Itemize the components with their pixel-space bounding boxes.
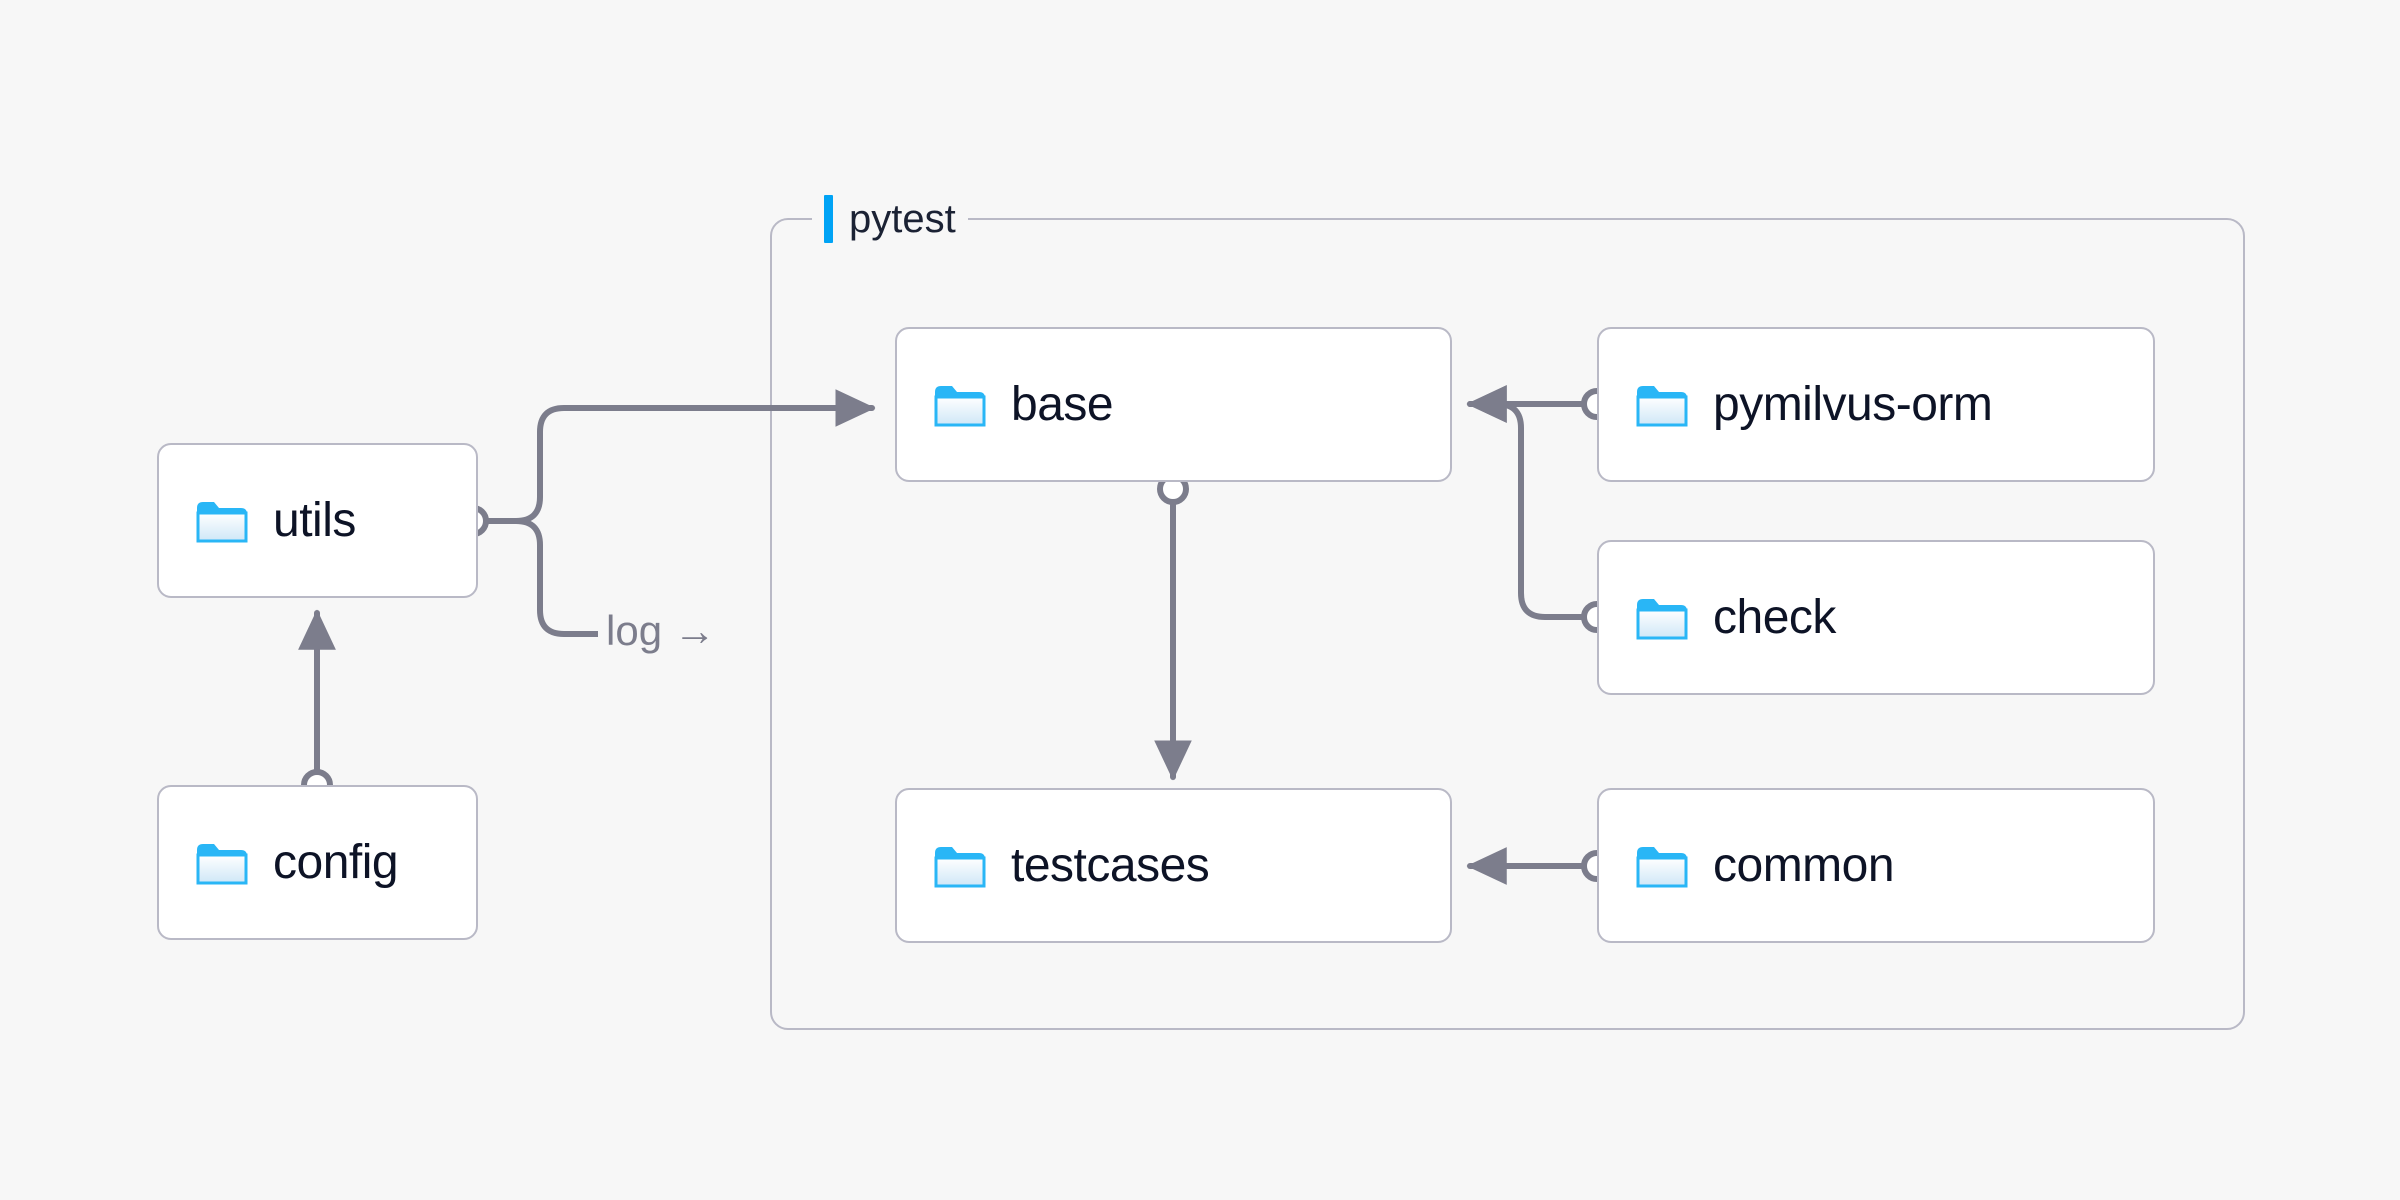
folder-icon [195,840,249,886]
folder-icon [1635,843,1689,889]
node-utils[interactable]: utils [157,443,478,598]
node-testcases-label: testcases [1011,839,1210,892]
edge-utils-log [513,518,603,637]
node-check-label: check [1713,591,1836,644]
node-pymilvus-orm-label: pymilvus-orm [1713,378,1993,431]
group-pytest-label-wrap: pytest [812,190,968,248]
edge-check-base [1466,385,1587,620]
node-common-label: common [1713,839,1895,892]
node-check[interactable]: check [1597,540,2155,695]
node-base-label: base [1011,378,1114,431]
node-config[interactable]: config [157,785,478,940]
node-base[interactable]: base [895,327,1452,482]
folder-icon [1635,595,1689,641]
edge-utils-base [513,389,876,524]
group-accent-bar [824,195,833,243]
edge-label-log: log → [598,607,724,655]
node-pymilvus-orm[interactable]: pymilvus-orm [1597,327,2155,482]
folder-icon [933,382,987,428]
group-pytest-label: pytest [849,196,956,241]
node-utils-label: utils [273,494,356,547]
node-common[interactable]: common [1597,788,2155,943]
folder-icon [195,498,249,544]
group-pytest [770,218,2245,1030]
node-testcases[interactable]: testcases [895,788,1452,943]
node-config-label: config [273,836,399,889]
folder-icon [933,843,987,889]
folder-icon [1635,382,1689,428]
